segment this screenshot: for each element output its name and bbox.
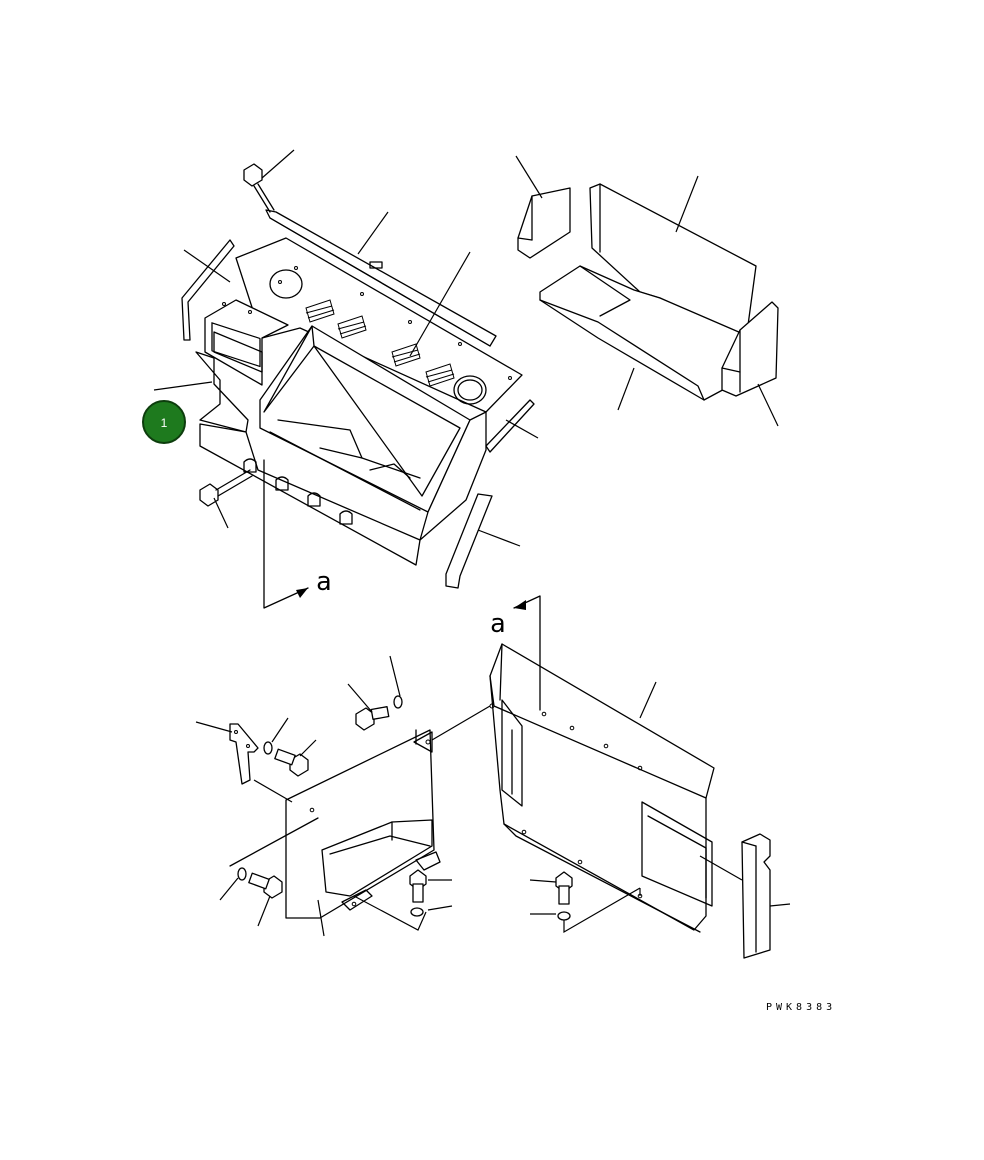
washer-e	[557, 911, 571, 921]
bolt-b	[274, 748, 309, 777]
top-cover-strip	[265, 209, 497, 347]
bolt-c	[248, 872, 283, 899]
drawing-code: PWK8383	[766, 1002, 836, 1013]
leader-lines-lower	[219, 655, 641, 937]
corner-trim	[445, 493, 493, 589]
dashboard-panel	[195, 237, 523, 566]
view-arrow-upper: a	[263, 459, 332, 609]
right-trim-strip	[485, 399, 535, 453]
rear-panel	[489, 643, 715, 933]
cap-bolt	[243, 163, 275, 213]
bolt-a	[355, 706, 390, 731]
washer-b	[263, 741, 273, 755]
upper-right-mat-set	[515, 155, 779, 427]
left-trim-strip	[181, 239, 235, 341]
view-label-upper: a	[316, 567, 332, 597]
washer-d	[410, 907, 424, 917]
vertical-trim-post	[699, 833, 791, 959]
view-label-lower: a	[490, 609, 506, 639]
leader-lines-upper-left	[153, 149, 539, 547]
item-badge[interactable]: 1	[142, 400, 186, 444]
flange-bolt	[199, 469, 253, 507]
side-cover	[229, 729, 441, 919]
bolt-d	[409, 869, 427, 903]
clip-slots	[243, 458, 353, 525]
washer-a	[393, 695, 403, 709]
view-arrow-lower: a	[490, 595, 541, 711]
item-badge-label: 1	[161, 416, 168, 430]
washer-c	[237, 867, 247, 881]
mounting-bracket	[195, 721, 259, 785]
bolt-e	[555, 871, 573, 905]
